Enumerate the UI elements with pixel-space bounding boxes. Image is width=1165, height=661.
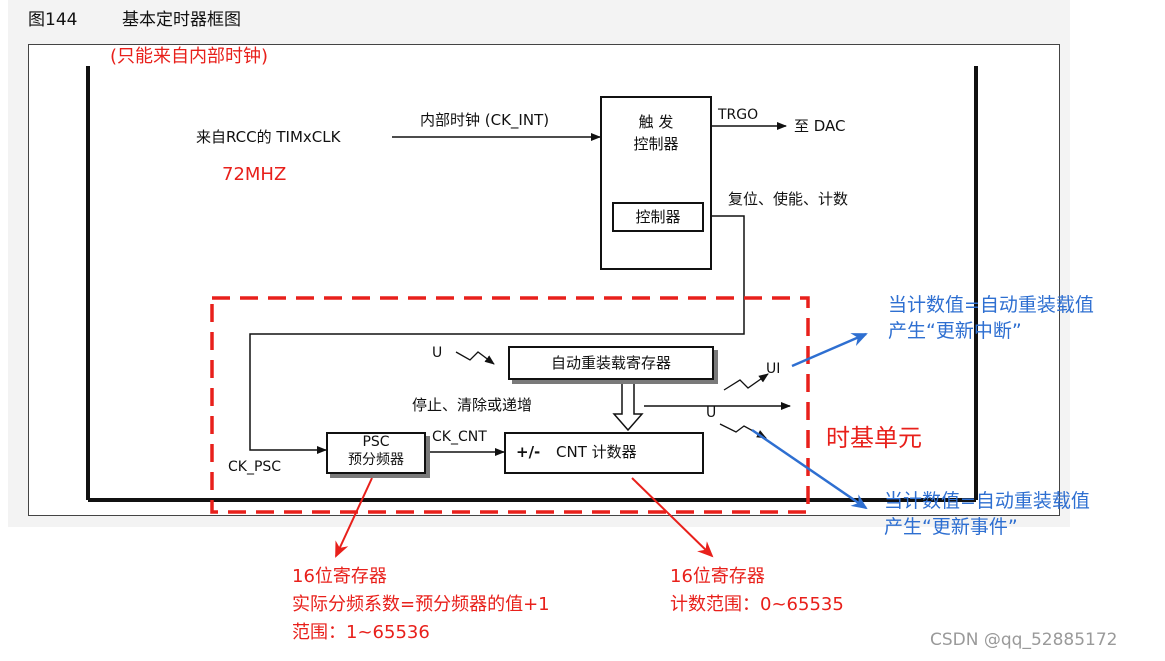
cnt-note-2: 计数范围：0~65535 xyxy=(670,594,844,615)
control-signals-label: 复位、使能、计数 xyxy=(728,190,849,208)
trigger-controller-box xyxy=(600,96,712,270)
ck-psc-label: CK_PSC xyxy=(228,459,282,475)
counter-action-label: 停止、清除或递增 xyxy=(412,396,533,414)
controller-inner-box xyxy=(612,202,704,232)
trgo-target: 至 DAC xyxy=(794,117,846,135)
auto-reload-register-box xyxy=(508,346,714,380)
u-label-arr: U xyxy=(432,345,443,361)
internal-clock-label: 内部时钟 (CK_INT) xyxy=(420,111,550,129)
update-event-note-1: 当计数值=自动重装载值 xyxy=(884,490,1090,512)
time-base-label: 时基单元 xyxy=(826,424,922,452)
control-path xyxy=(249,215,745,454)
csdn-watermark: CSDN @qq_52885172 xyxy=(930,630,1118,650)
prescaler-box xyxy=(326,432,426,474)
trgo-label: TRGO xyxy=(718,107,759,123)
update-interrupt-note-1: 当计数值=自动重装载值 xyxy=(888,294,1094,316)
auto-reload-register-label: 自动重装载寄存器 xyxy=(550,354,671,372)
figure-title: 基本定时器框图 xyxy=(122,10,241,30)
controller-inner-label: 控制器 xyxy=(635,208,681,226)
psc-note-2: 实际分频系数=预分频器的值+1 xyxy=(292,594,550,615)
ui-label: UI xyxy=(766,361,781,377)
u-label-out: U xyxy=(706,405,717,421)
psc-note-1: 16位寄存器 xyxy=(292,566,387,587)
ui-annotation-arrow xyxy=(791,332,868,368)
time-base-dashed-box xyxy=(210,296,810,514)
psc-note-3: 范围：1~65536 xyxy=(292,622,430,643)
u-lightning-arr xyxy=(455,351,495,365)
cnt-counter-box xyxy=(504,432,704,474)
figure-number: 图144 xyxy=(28,10,78,30)
update-interrupt-note-2: 产生“更新中断” xyxy=(888,320,1022,342)
u-annotation-arrow xyxy=(751,428,868,510)
clock-frequency: 72MHZ xyxy=(222,164,287,185)
ck-cnt-label: CK_CNT xyxy=(432,429,487,445)
cnt-note-1: 16位寄存器 xyxy=(670,566,765,587)
trigger-controller-title-1: 触 发 xyxy=(638,113,674,131)
prescaler-label-1: PSC xyxy=(362,434,390,450)
trigger-controller-title-2: 控制器 xyxy=(633,135,679,153)
prescaler-label-2: 预分频器 xyxy=(348,452,404,468)
update-event-note-2: 产生“更新事件” xyxy=(884,516,1018,538)
cnt-sign: +/- xyxy=(516,443,541,461)
clock-source-label: 来自RCC的 TIMxCLK xyxy=(196,128,341,146)
cnt-annotation-arrow xyxy=(631,477,714,558)
arr-to-cnt-arrow xyxy=(612,382,644,432)
psc-annotation-arrow xyxy=(335,477,373,558)
internal-clock-note: (只能来自内部时钟) xyxy=(110,46,269,67)
cnt-counter-label: CNT 计数器 xyxy=(556,443,637,461)
ui-lightning xyxy=(723,373,769,391)
